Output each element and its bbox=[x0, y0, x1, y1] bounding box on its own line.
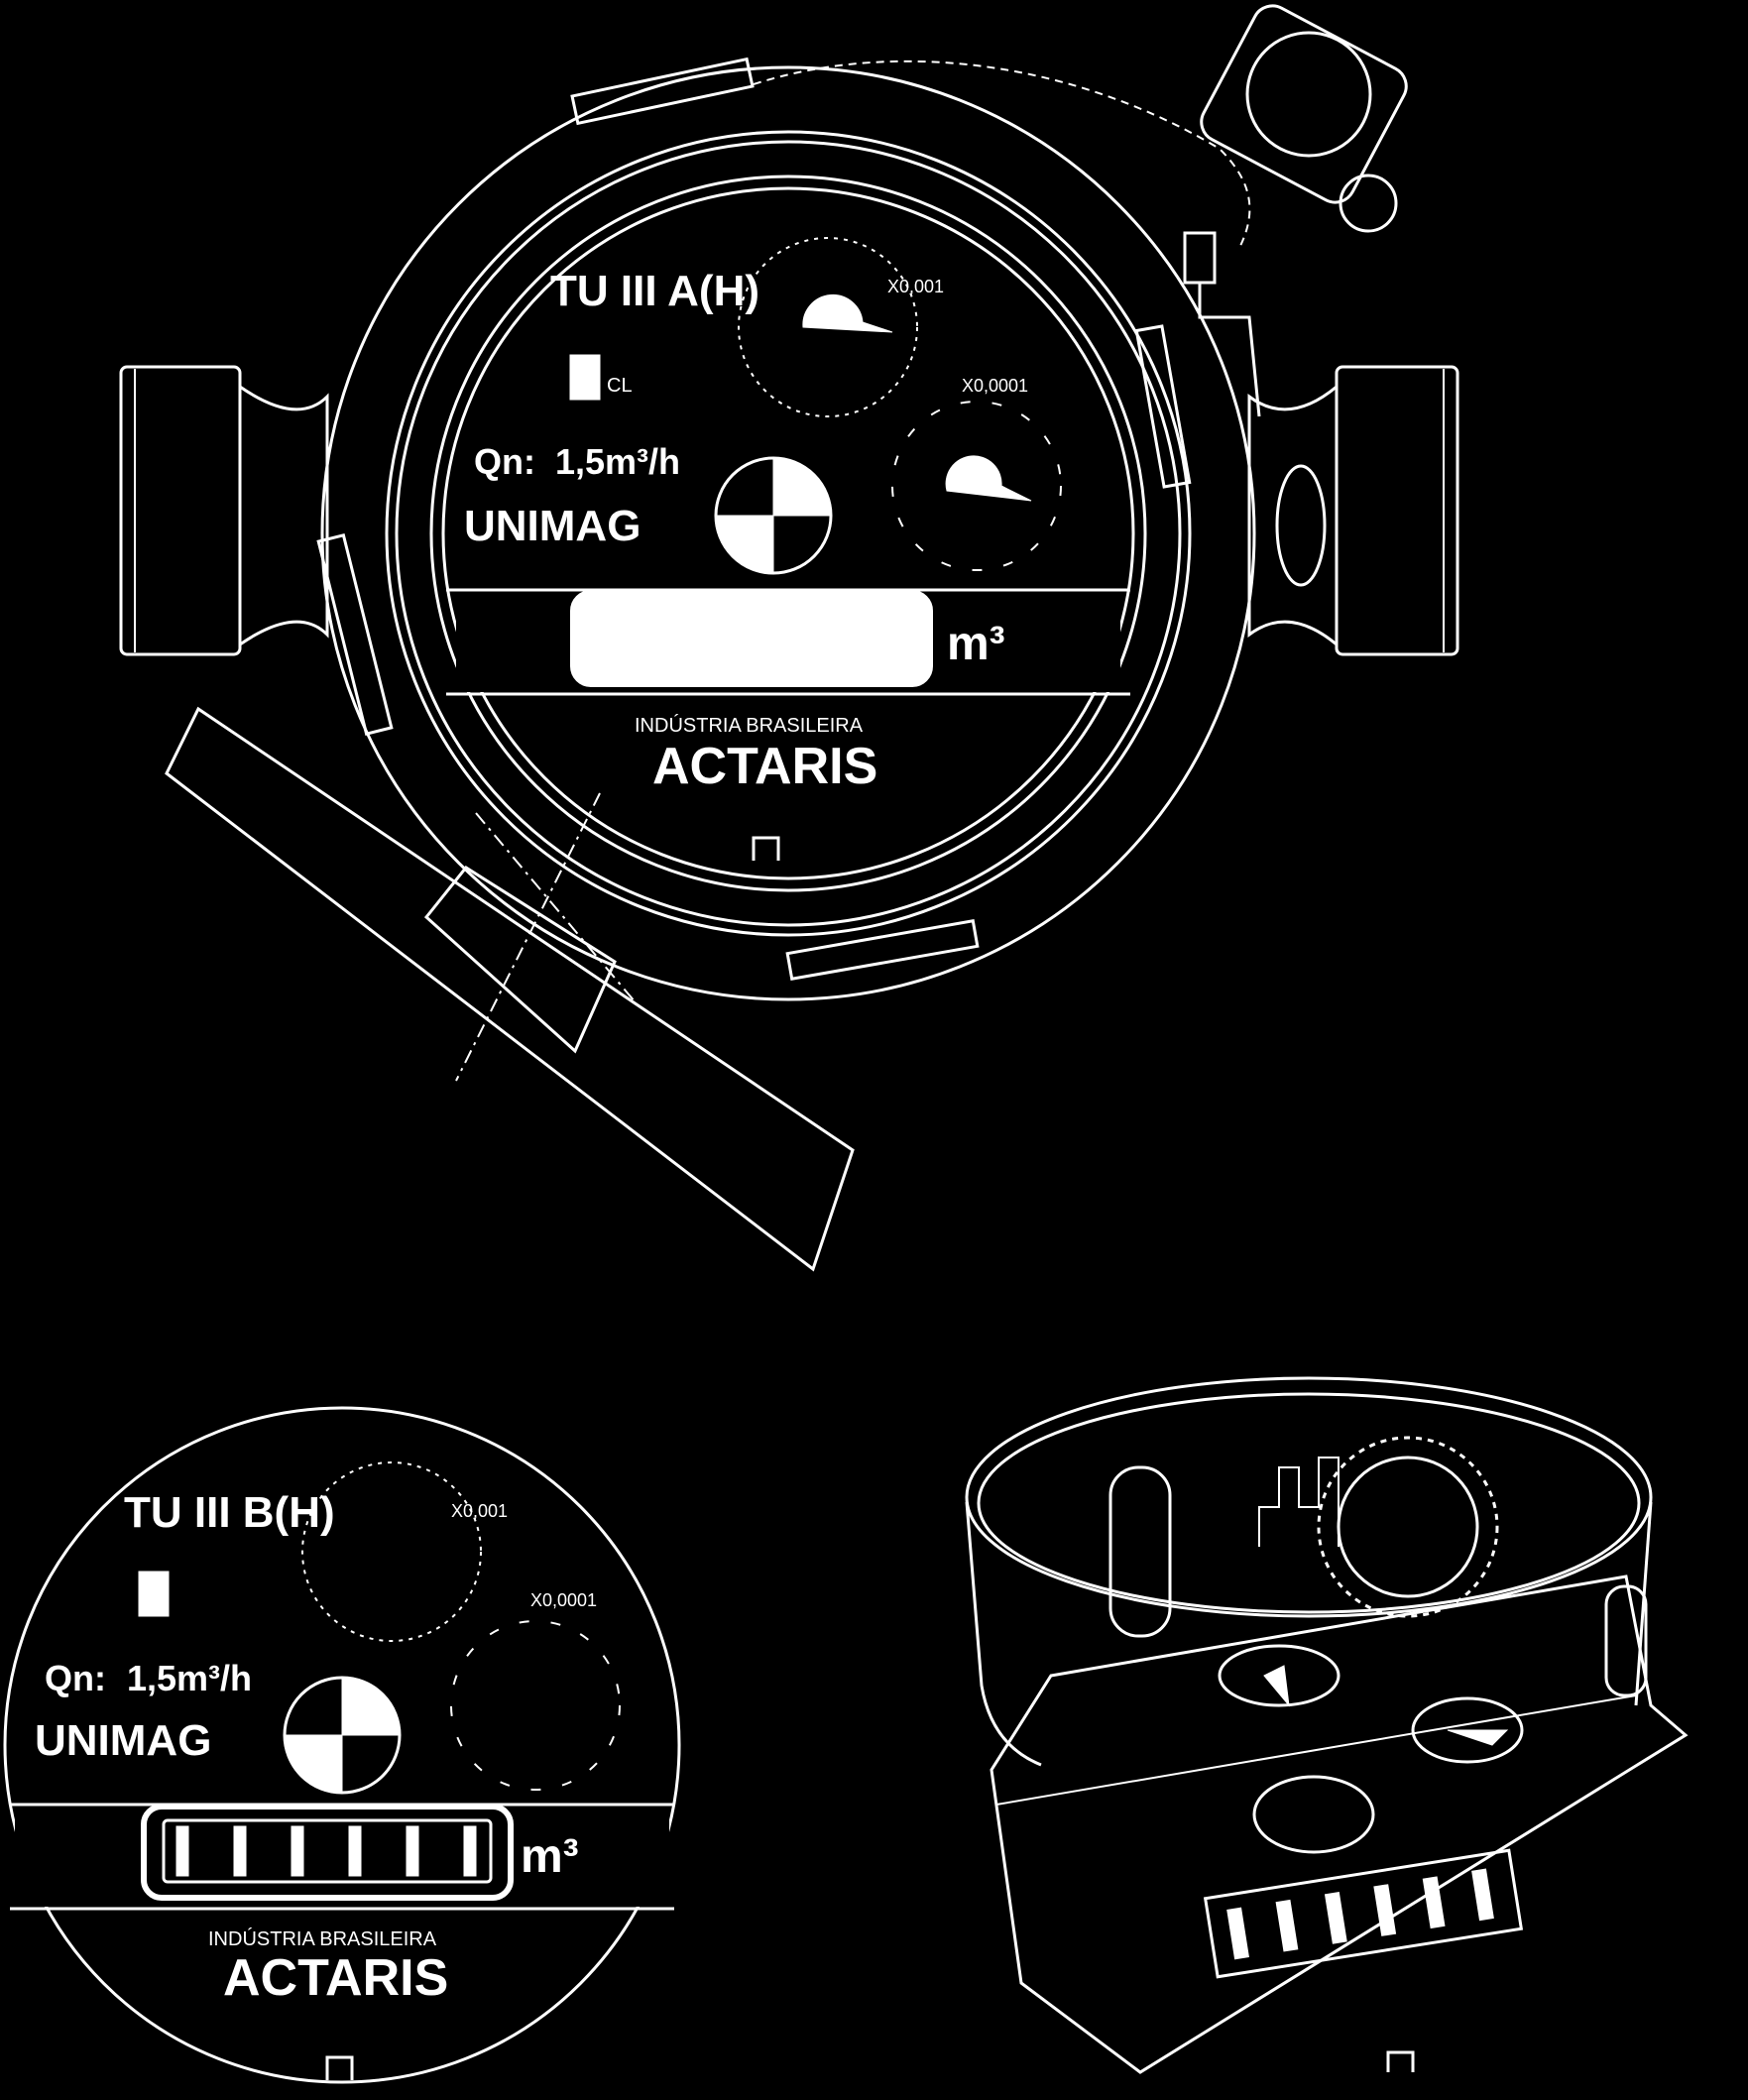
logo-subtext: CL bbox=[607, 375, 633, 397]
brand-label: UNIMAG bbox=[464, 502, 641, 550]
dial-2-scale: X0,0001 bbox=[962, 376, 1028, 396]
protective-cap bbox=[753, 4, 1408, 417]
mounting-bracket bbox=[165, 706, 855, 1272]
dial-face-top: m³ X0,001 X0,0001 TU III A(H) CL Qn: 1,5… bbox=[446, 237, 1130, 861]
flow-label-bottom: Qn: bbox=[45, 1658, 106, 1698]
maker-sub-bottom: INDÚSTRIA BRASILEIRA bbox=[208, 1927, 437, 1950]
right-fitting bbox=[1247, 365, 1459, 656]
unit-label: m³ bbox=[947, 618, 1005, 670]
left-fitting bbox=[119, 365, 329, 656]
counter-drums bbox=[604, 612, 905, 663]
dial-opening-1 bbox=[1218, 1644, 1340, 1707]
dial-1: X0,001 bbox=[738, 237, 944, 417]
outer-housing-ring bbox=[320, 65, 1256, 1001]
model-label: TU III A(H) bbox=[550, 267, 759, 315]
model-label-bottom: TU III B(H) bbox=[124, 1488, 335, 1537]
dial-2-scale-bottom: X0,0001 bbox=[530, 1590, 597, 1610]
meter-assembly: m³ X0,001 X0,0001 TU III A(H) CL Qn: 1,5… bbox=[119, 4, 1459, 1272]
dial-1-scale: X0,001 bbox=[887, 277, 944, 296]
unit-label-bottom: m³ bbox=[521, 1830, 579, 1883]
counter-window bbox=[1203, 1848, 1524, 1979]
dial-2-bottom bbox=[450, 1620, 621, 1791]
dial-face-bottom: m³ X0,001 X0,0001 TU III B(H) Qn: 1,5m³/… bbox=[3, 1406, 681, 2084]
counter-drums-bottom bbox=[175, 1825, 477, 1877]
dial-1-scale-bottom: X0,001 bbox=[451, 1501, 508, 1521]
flow-value: 1,5m³/h bbox=[555, 441, 680, 482]
dial-1-bottom bbox=[301, 1461, 482, 1642]
register-mechanism bbox=[965, 1376, 1689, 2074]
flow-value-bottom: 1,5m³/h bbox=[127, 1658, 252, 1698]
maker-label-bottom: ACTARIS bbox=[223, 1949, 448, 2007]
flow-label: Qn: bbox=[474, 441, 535, 482]
maker-label: ACTARIS bbox=[652, 738, 877, 795]
wheel-opening bbox=[1252, 1775, 1375, 1854]
brand-label-bottom: UNIMAG bbox=[35, 1716, 211, 1765]
dial-opening-2 bbox=[1411, 1696, 1524, 1764]
maker-sub: INDÚSTRIA BRASILEIRA bbox=[635, 714, 864, 737]
dial-2: X0,0001 bbox=[891, 376, 1062, 571]
